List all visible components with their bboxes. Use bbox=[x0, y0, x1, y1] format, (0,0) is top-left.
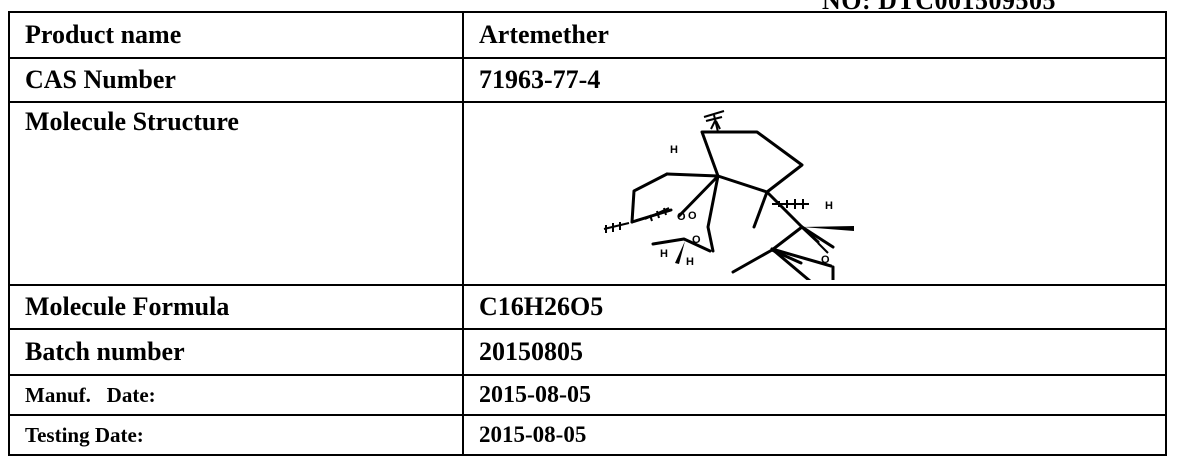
row-molecule-formula: Molecule Formula C16H26O5 bbox=[8, 284, 1167, 330]
label-cas-number: CAS Number bbox=[8, 57, 464, 103]
atom-label-h: H bbox=[825, 200, 833, 212]
atom-label-o: O bbox=[692, 234, 701, 246]
row-product-name: Product name Artemether bbox=[8, 11, 1167, 59]
row-cas-number: CAS Number 71963-77-4 bbox=[8, 57, 1167, 103]
atom-label-h: H bbox=[660, 248, 668, 260]
product-spec-table: Product name Artemether CAS Number 71963… bbox=[8, 11, 1167, 456]
label-molecule-structure: Molecule Structure bbox=[8, 101, 464, 286]
label-batch-number: Batch number bbox=[8, 328, 464, 376]
value-batch-number: 20150805 bbox=[462, 328, 1167, 376]
label-molecule-formula: Molecule Formula bbox=[8, 284, 464, 330]
value-testing-date: 2015-08-05 bbox=[462, 414, 1167, 456]
row-molecule-structure: Molecule Structure bbox=[8, 101, 1167, 286]
atom-label-h: H bbox=[686, 256, 694, 268]
atom-label-o: O bbox=[821, 254, 830, 266]
label-testing-date: Testing Date: bbox=[8, 414, 464, 456]
value-molecule-formula: C16H26O5 bbox=[462, 284, 1167, 330]
atom-label-o: O bbox=[688, 210, 697, 222]
value-cas-number: 71963-77-4 bbox=[462, 57, 1167, 103]
label-product-name: Product name bbox=[8, 11, 464, 59]
label-manufacture-date: Manuf. Date: bbox=[8, 374, 464, 416]
row-testing-date: Testing Date: 2015-08-05 bbox=[8, 414, 1167, 456]
value-molecule-structure: H H O O O O H H bbox=[462, 101, 1167, 286]
atom-label-h: H bbox=[670, 144, 678, 156]
row-batch-number: Batch number 20150805 bbox=[8, 328, 1167, 376]
row-manufacture-date: Manuf. Date: 2015-08-05 bbox=[8, 374, 1167, 416]
molecule-structure-drawing: H H O O O O H H bbox=[603, 110, 854, 280]
value-manufacture-date: 2015-08-05 bbox=[462, 374, 1167, 416]
value-product-name: Artemether bbox=[462, 11, 1167, 59]
atom-label-o: O bbox=[677, 211, 686, 223]
molecule-structure-image: H H O O O O H H bbox=[465, 104, 1164, 280]
